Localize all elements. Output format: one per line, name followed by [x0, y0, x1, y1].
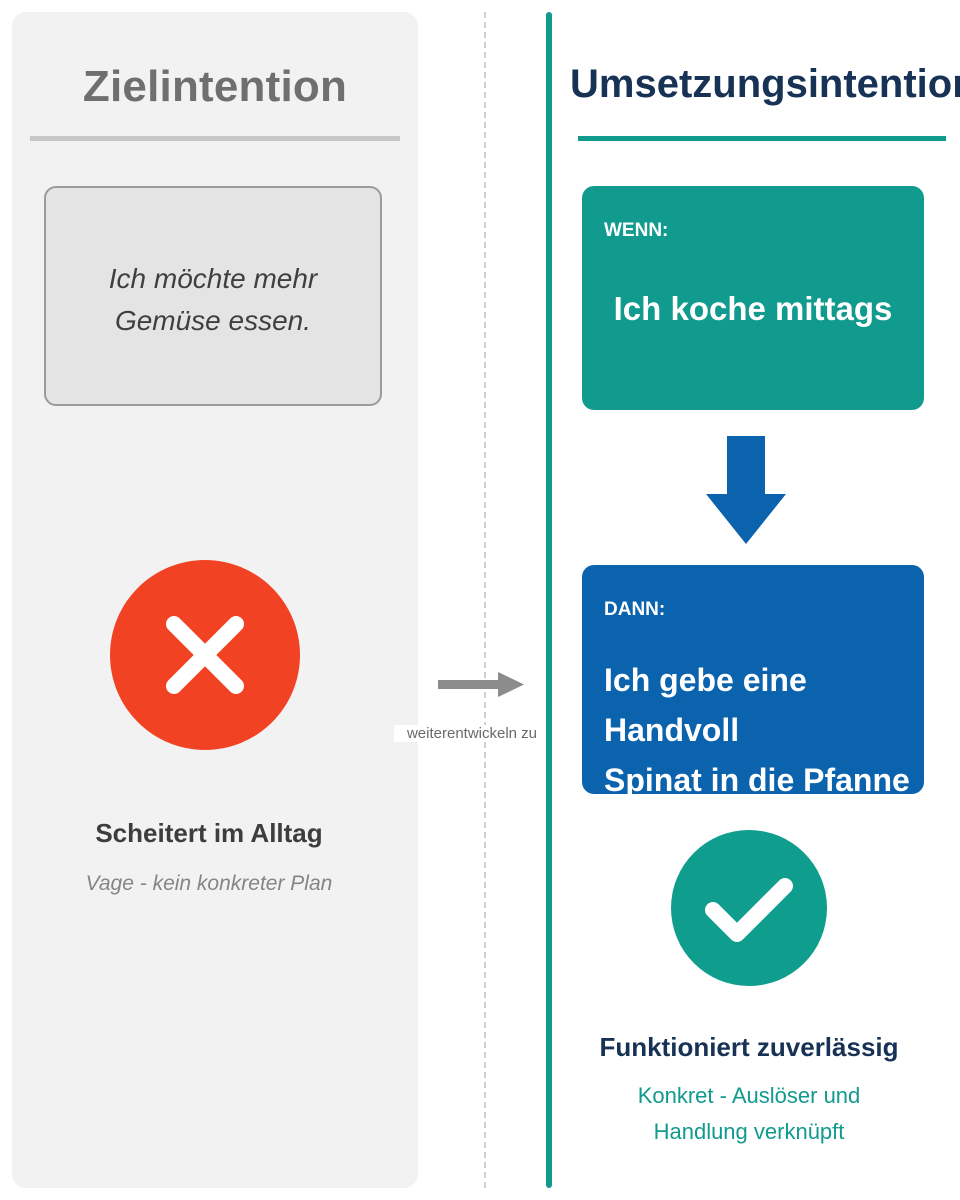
dann-text-line2: Spinat in die Pfanne	[604, 762, 910, 798]
dann-text-line1: Ich gebe eine Handvoll	[604, 662, 807, 748]
transition-label: weiterentwickeln zu	[394, 725, 550, 742]
failure-title: Scheitert im Alltag	[95, 818, 323, 848]
dashed-separator	[484, 12, 486, 1188]
arrow-right-icon	[438, 672, 524, 697]
wenn-text: Ich koche mittags	[613, 290, 893, 327]
implementation-intention-title: Umsetzungsintention	[570, 62, 960, 106]
success-title: Funktioniert zuverlässig	[599, 1032, 899, 1062]
failure-subtitle: Vage - kein konkreter Plan	[85, 872, 333, 895]
goal-statement-line1: Ich möchte mehr	[108, 263, 318, 294]
success-subtitle: Konkret - Auslöser und Handlung verknüpf…	[560, 1078, 938, 1150]
implementation-intention-divider	[578, 136, 946, 141]
goal-statement-box: Ich möchte mehr Gemüse essen.	[44, 186, 382, 406]
dann-label: DANN:	[604, 599, 666, 620]
goal-statement-line2: Gemüse essen.	[114, 305, 312, 336]
success-subtitle-line1: Konkret - Auslöser und	[637, 1083, 861, 1108]
wenn-label: WENN:	[604, 220, 669, 241]
teal-divider	[546, 12, 552, 1188]
failure-badge	[110, 560, 300, 750]
wenn-box: WENN: Ich koche mittags	[582, 186, 924, 410]
goal-statement-text: Ich möchte mehr Gemüse essen.	[46, 258, 380, 342]
arrow-down-icon	[706, 436, 786, 544]
checkmark-icon	[705, 878, 793, 942]
dann-text: Ich gebe eine Handvoll Spinat in die Pfa…	[604, 655, 924, 805]
x-mark-icon	[166, 616, 244, 694]
success-badge	[671, 830, 827, 986]
success-subtitle-line2: Handlung verknüpft	[653, 1119, 845, 1144]
goal-intention-title: Zielintention	[82, 62, 348, 111]
goal-intention-divider	[30, 136, 400, 141]
dann-box: DANN: Ich gebe eine Handvoll Spinat in d…	[582, 565, 924, 798]
